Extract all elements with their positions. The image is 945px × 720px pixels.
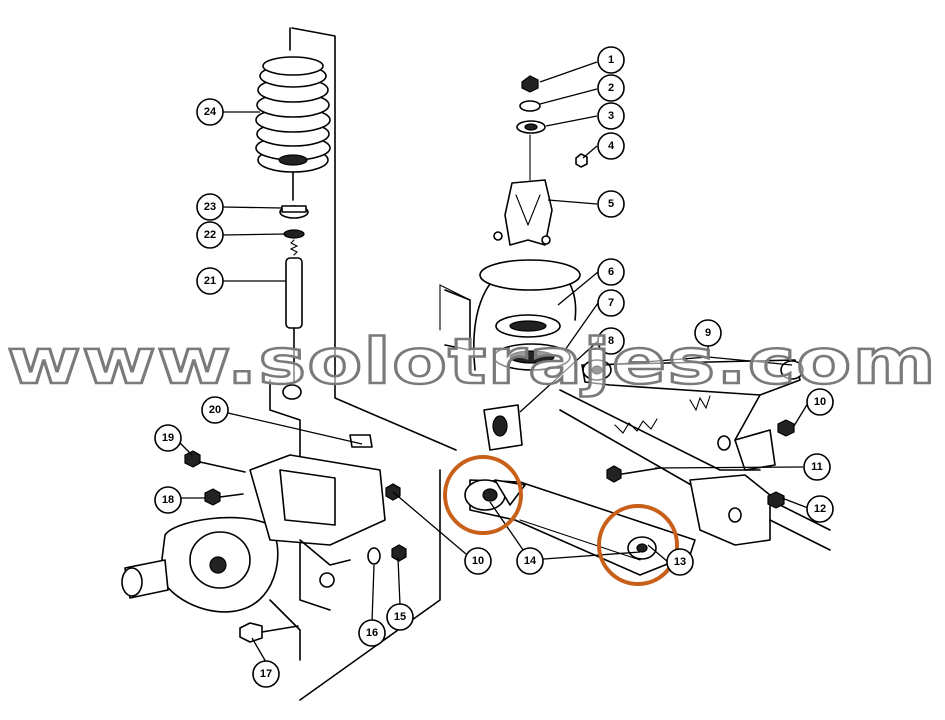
callout-2: 2: [597, 74, 625, 102]
svg-text:4: 4: [608, 140, 615, 152]
svg-text:2: 2: [608, 82, 614, 94]
svg-text:18: 18: [162, 494, 174, 506]
svg-text:24: 24: [204, 106, 217, 118]
svg-text:10: 10: [814, 396, 826, 408]
coil-spring: [255, 56, 331, 173]
callout-24: 24: [196, 98, 224, 126]
callout-3: 3: [597, 102, 625, 130]
callout-5: 5: [597, 190, 625, 218]
svg-text:23: 23: [204, 201, 216, 213]
lower-control-arm: [464, 479, 696, 576]
svg-text:8: 8: [608, 335, 614, 347]
svg-text:9: 9: [705, 327, 711, 339]
svg-text:7: 7: [608, 297, 614, 309]
highlight-ring-lower-arm-rear-bushing: [597, 504, 679, 586]
spring-tower: [444, 259, 581, 451]
callout-20: 20: [201, 396, 229, 424]
callout-10-left: 10: [464, 547, 492, 575]
svg-text:15: 15: [394, 611, 406, 623]
svg-text:14: 14: [524, 555, 537, 567]
svg-text:13: 13: [674, 556, 686, 568]
callout-10-right: 10: [806, 388, 834, 416]
callout-22: 22: [196, 221, 224, 249]
highlight-ring-lower-arm-front-bushing: [443, 455, 523, 535]
callout-9: 9: [694, 319, 722, 347]
shock-absorber: [279, 171, 309, 400]
svg-text:12: 12: [814, 503, 826, 515]
differential-housing: [121, 434, 386, 661]
callout-6: 6: [597, 258, 625, 286]
callout-13: 13: [666, 548, 694, 576]
callout-19: 19: [154, 424, 182, 452]
callout-4: 4: [597, 132, 625, 160]
callout-21: 21: [196, 267, 224, 295]
svg-text:3: 3: [608, 110, 614, 122]
svg-text:20: 20: [209, 404, 221, 416]
fasteners: [184, 419, 795, 565]
svg-text:19: 19: [162, 432, 174, 444]
svg-text:11: 11: [811, 461, 823, 473]
leader-lines: [179, 61, 809, 663]
svg-text:6: 6: [608, 266, 614, 278]
panel-outlines: [269, 27, 471, 701]
callout-11: 11: [803, 453, 831, 481]
callout-12: 12: [806, 495, 834, 523]
svg-text:5: 5: [608, 198, 614, 210]
svg-text:10: 10: [472, 555, 484, 567]
callout-17: 17: [252, 660, 280, 688]
callout-15: 15: [386, 603, 414, 631]
callout-23: 23: [196, 193, 224, 221]
upper-mount: [493, 75, 588, 246]
upper-control-arm: [581, 359, 804, 446]
callout-1: 1: [597, 46, 625, 74]
svg-text:17: 17: [260, 668, 272, 680]
callout-14: 14: [516, 547, 544, 575]
callout-18: 18: [154, 486, 182, 514]
svg-text:1: 1: [608, 54, 614, 66]
callout-7: 7: [597, 289, 625, 317]
callout-8: 8: [597, 327, 625, 355]
callouts: 1 2 3 4 5 6 7 8 9 10 10 11 12 13 14 15 1…: [154, 46, 834, 688]
svg-text:21: 21: [204, 275, 216, 287]
svg-text:16: 16: [366, 627, 378, 639]
callout-16: 16: [358, 619, 386, 647]
watermark: www.solotrajes.com: [7, 325, 937, 398]
svg-text:22: 22: [204, 229, 216, 241]
